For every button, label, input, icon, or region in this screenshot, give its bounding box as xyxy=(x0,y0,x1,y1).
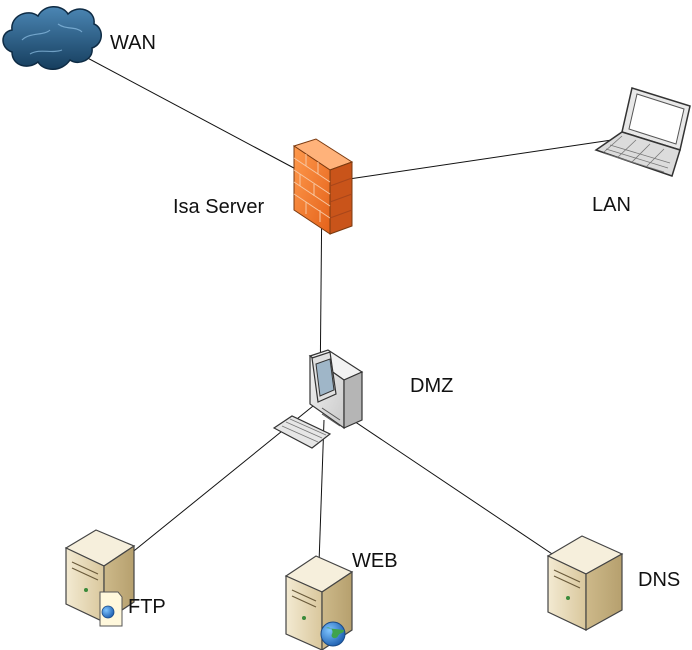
cloud-icon xyxy=(2,6,102,70)
dns-label: DNS xyxy=(638,569,681,591)
lan-label: LAN xyxy=(592,194,631,216)
ftp-server-icon xyxy=(64,529,136,627)
web-server-icon xyxy=(284,555,354,650)
web-label: WEB xyxy=(352,550,398,572)
dns-server-icon xyxy=(546,535,624,632)
ftp-label: FTP xyxy=(128,596,166,618)
isa-server-label: Isa Server xyxy=(173,196,265,218)
link-wan-isa xyxy=(49,37,323,184)
document-badge-icon xyxy=(99,591,123,627)
firewall-icon xyxy=(292,138,354,235)
link-isa-lan xyxy=(321,136,633,184)
dmz-label: DMZ xyxy=(410,375,454,397)
link-dmz-dns xyxy=(329,404,577,571)
workstation-icon xyxy=(272,349,364,449)
wan-label: WAN xyxy=(110,32,156,54)
laptop-icon xyxy=(594,87,691,177)
connection-lines xyxy=(49,37,633,593)
globe-icon xyxy=(320,621,346,647)
